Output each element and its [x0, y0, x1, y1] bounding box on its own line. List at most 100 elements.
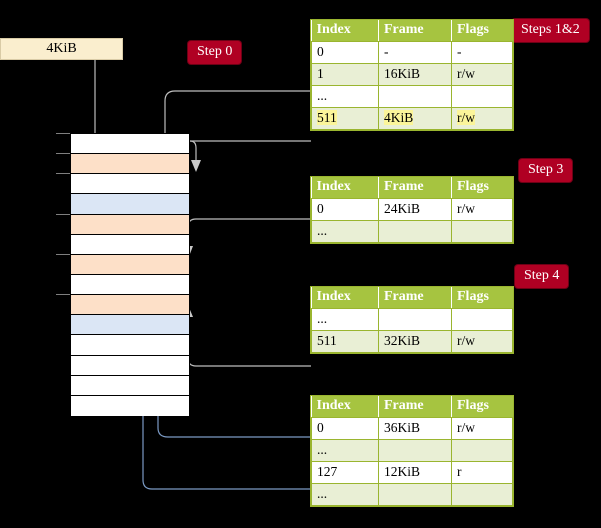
source-frame-box: 4KiB [0, 38, 123, 60]
wire-table0-row1-out [164, 90, 311, 148]
column-header-flags: Flags [451, 287, 513, 309]
cell-frame: 16KiB [378, 63, 452, 86]
badge-step-3: Step 3 [519, 159, 573, 182]
cell-frame: - [378, 41, 452, 64]
memory-frame-row [71, 134, 189, 155]
cell-index: ... [311, 85, 379, 108]
cell-flags: r/w [451, 198, 513, 221]
memory-frame-row [71, 295, 189, 316]
column-header-index: Index [311, 177, 379, 199]
cell-frame [378, 483, 452, 506]
cell-frame: 24KiB [378, 198, 452, 221]
memory-frame-row [71, 254, 189, 275]
wire-frame-to-table2 [187, 317, 311, 367]
column-header-frame: Frame [378, 177, 452, 199]
badge-step-4-label: Step 4 [524, 268, 560, 283]
badge-step-4: Step 4 [515, 265, 569, 288]
cell-flags [451, 85, 513, 108]
source-frame-label: 4KiB [46, 41, 77, 56]
column-header-flags: Flags [451, 177, 513, 199]
memory-frame-row [71, 395, 189, 416]
highlighted-value: 4KiB [384, 110, 414, 125]
cell-index: ... [311, 308, 379, 331]
cell-frame [378, 308, 452, 331]
badge-step-0-label: Step 0 [197, 44, 233, 59]
physical-memory-frames [70, 133, 190, 416]
memory-frame-row [71, 315, 189, 336]
cell-flags: - [451, 41, 513, 64]
cell-flags [451, 483, 513, 506]
cell-flags: r/w [451, 107, 513, 130]
cell-frame [378, 220, 452, 243]
memory-frame-row [71, 174, 189, 195]
cell-flags [451, 220, 513, 243]
cell-index: 0 [311, 417, 379, 440]
cell-frame: 36KiB [378, 417, 452, 440]
table-row: ... [311, 220, 513, 243]
cell-flags: r/w [451, 63, 513, 86]
column-header-flags: Flags [451, 20, 513, 42]
cell-index: ... [311, 483, 379, 506]
cell-index: 1 [311, 63, 379, 86]
memory-tick [56, 294, 70, 296]
wire-table1-row0-out [187, 218, 311, 246]
cell-frame [378, 439, 452, 462]
memory-tick [56, 173, 70, 175]
cell-index: ... [311, 220, 379, 243]
cell-frame: 12KiB [378, 461, 452, 484]
cell-frame [378, 85, 452, 108]
cell-flags: r [451, 461, 513, 484]
table-row: 0-- [311, 41, 513, 64]
cell-index: 0 [311, 41, 379, 64]
memory-tick [56, 133, 70, 134]
column-header-frame: Frame [378, 287, 452, 309]
column-header-frame: Frame [378, 20, 452, 42]
cell-frame: 4KiB [378, 107, 452, 130]
memory-tick [56, 213, 70, 215]
cell-index: 127 [311, 461, 379, 484]
highlighted-value: 511 [317, 110, 337, 125]
table-row: ... [311, 308, 513, 331]
cell-flags: r/w [451, 330, 513, 353]
cell-frame: 32KiB [378, 330, 452, 353]
memory-frame-row [71, 234, 189, 255]
memory-frame-row [71, 274, 189, 296]
badge-step-0: Step 0 [188, 41, 242, 64]
wire-frame-to-table0-row511b [185, 140, 197, 160]
cell-index: ... [311, 439, 379, 462]
cell-flags [451, 308, 513, 331]
column-header-frame: Frame [378, 396, 452, 418]
arrowhead-frame-511 [191, 160, 201, 172]
memory-frame-row [71, 355, 189, 376]
cell-index: 0 [311, 198, 379, 221]
memory-frame-row [71, 335, 189, 356]
table-row: ... [311, 439, 513, 462]
memory-tick [56, 253, 70, 255]
column-header-index: Index [311, 287, 379, 309]
memory-frame-row [71, 375, 189, 396]
badge-steps-1-2: Steps 1&2 [512, 19, 589, 42]
memory-frame-row [71, 154, 189, 175]
table-row: ... [311, 483, 513, 506]
memory-frame-row [71, 214, 189, 235]
badge-step-3-label: Step 3 [528, 162, 564, 177]
highlighted-value: r/w [457, 110, 475, 125]
column-header-index: Index [311, 20, 379, 42]
wire-frame-to-table3-row0 [157, 325, 311, 438]
badge-steps-1-2-label: Steps 1&2 [521, 22, 580, 37]
wire-frame-to-table3-row127 [142, 236, 311, 490]
cell-index: 511 [311, 330, 379, 353]
column-header-index: Index [311, 396, 379, 418]
